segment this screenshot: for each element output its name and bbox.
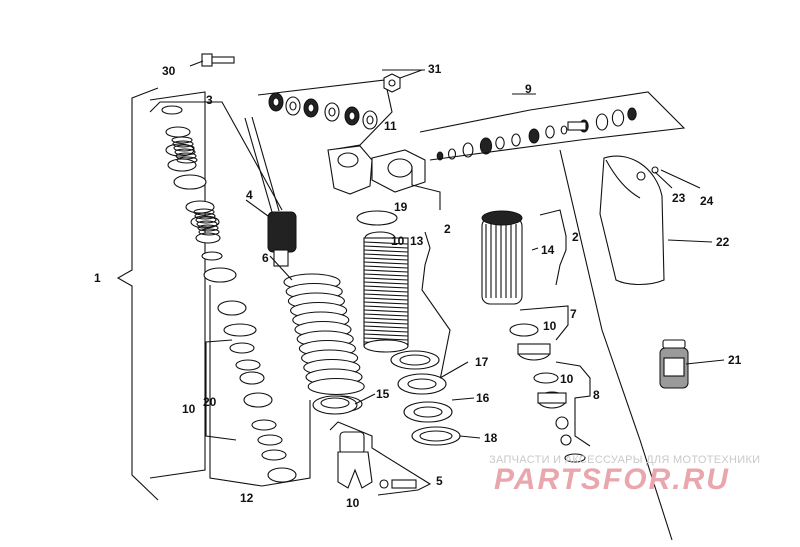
callout-16: 16: [476, 391, 490, 405]
group-bracket-3: [149, 101, 283, 211]
callout-19: 19: [394, 200, 408, 214]
coil-spring: [283, 273, 365, 413]
callout-24: 24: [700, 194, 714, 208]
callout-10-b: 10: [543, 319, 557, 333]
callout-6: 6: [262, 251, 269, 265]
lower-clevis: [312, 395, 417, 489]
watermark-subtitle: ЗАПЧАСТИ И АКСЕССУАРЫ ДЛЯ МОТОТЕХНИКИ: [489, 454, 761, 466]
bolt-30: [189, 53, 235, 67]
callout-11: 11: [384, 119, 397, 133]
callout-17: 17: [475, 355, 489, 369]
top-right-hardware: [436, 107, 637, 161]
group-bracket-20: [205, 339, 237, 441]
left-stack: [161, 105, 297, 483]
callout-2-left: 2: [444, 222, 451, 236]
group-bracket-11: [257, 79, 393, 151]
callout-12: 12: [240, 491, 254, 505]
group-bracket-2-right: [539, 209, 567, 286]
group-bracket-8: [555, 361, 591, 447]
callout-21: 21: [728, 353, 742, 367]
top-hardware-row: [268, 92, 378, 130]
group-bracket-12: [209, 285, 311, 487]
callout-10-c: 10: [560, 372, 574, 386]
group-bracket-7: [519, 305, 569, 341]
callout-23: 23: [672, 191, 686, 205]
callout-2-right: 2: [572, 230, 579, 244]
oil-bottle: [659, 339, 689, 389]
callout-13: 13: [410, 234, 424, 248]
callout-4: 4: [246, 188, 253, 202]
callout-labels: 1 2 2 3 4 5 6 7 8 9 10 10 10 10 10 10 11…: [94, 62, 742, 510]
callout-18: 18: [484, 431, 498, 445]
callout-10-d: 10: [182, 402, 196, 416]
callout-30: 30: [162, 64, 176, 78]
watermark-logo: PARTSFOR.RU: [494, 463, 730, 496]
callout-1: 1: [94, 271, 101, 285]
group-bracket-1: [116, 87, 206, 501]
nut-31: [383, 69, 423, 93]
callout-31: 31: [428, 62, 442, 76]
mudguard: [599, 155, 665, 286]
callout-9: 9: [525, 82, 532, 96]
reservoir-eyelet: [327, 145, 441, 210]
group-bracket-2-left: [421, 231, 451, 381]
guide-line: [559, 149, 673, 541]
callout-10-e: 10: [346, 496, 360, 510]
right-stack: [509, 323, 586, 463]
callout-7: 7: [570, 307, 577, 321]
callout-5: 5: [436, 474, 443, 488]
group-bracket-9: [419, 91, 686, 161]
callout-3: 3: [206, 93, 213, 107]
reservoir-canister: [481, 210, 523, 305]
callout-14: 14: [541, 243, 555, 257]
group-bracket-5: [329, 421, 432, 496]
preload-nuts: [390, 350, 461, 446]
callout-20: 20: [203, 395, 217, 409]
callout-22: 22: [716, 235, 730, 249]
shock-body: [356, 210, 409, 353]
shock-rod: [244, 116, 297, 267]
callout-15: 15: [376, 387, 390, 401]
callout-10-a: 10: [391, 234, 405, 248]
leader-lines: [245, 69, 725, 439]
callout-8: 8: [593, 388, 600, 402]
